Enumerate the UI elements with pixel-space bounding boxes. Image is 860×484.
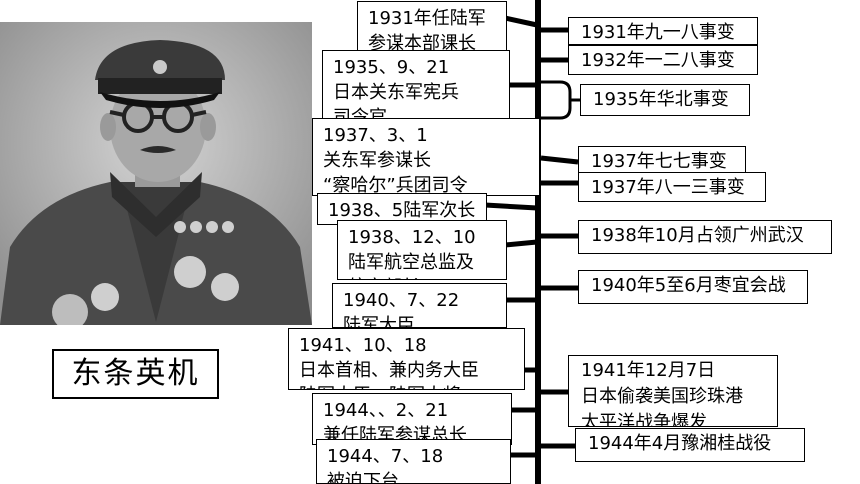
event-box-6: 1938年10月占领广州武汉 (578, 220, 832, 254)
career-box-line: 1938、5陆军次长 (328, 200, 476, 221)
event-box-3: 1935年华北事变 (580, 84, 750, 116)
career-box-6: 1940、7、22 陆军大臣 (332, 283, 507, 328)
event-box-line: 日本偷袭美国珍珠港 (581, 386, 743, 407)
event-box-line: 1944年4月豫湘桂战役 (588, 433, 772, 454)
connector-1938-12 (504, 239, 538, 248)
career-box-line: 1938、12、10 (348, 227, 476, 248)
career-box-line: 1931年任陆军 (368, 8, 486, 29)
event-box-line: 1931年九一八事变 (581, 22, 735, 43)
event-box-line: 1937年八一三事变 (591, 177, 745, 198)
career-box-2: 1935、9、21 日本关东军宪兵司令官 (322, 50, 510, 122)
event-box-9: 1944年4月豫湘桂战役 (575, 428, 805, 462)
career-box-line: “察哈尔”兵团司令 (323, 175, 468, 196)
career-box-line: 司令官 (333, 107, 387, 122)
event-box-line: 1940年5至6月枣宜会战 (591, 275, 786, 296)
event-box-1: 1931年九一八事变 (568, 17, 758, 45)
portrait-figure-graphic (0, 22, 312, 325)
event-box-2: 1932年一二八事变 (568, 45, 758, 75)
career-box-9: 1944、7、18 被迫下台 (316, 439, 511, 484)
career-box-line: 日本首相、兼内务大臣 (299, 360, 479, 381)
career-box-line: 被迫下台 (327, 471, 399, 484)
event-box-line: 1937年七七事变 (591, 151, 727, 172)
career-box-line: 1944、7、18 (327, 446, 444, 467)
event-box-line: 太平洋战争爆发 (581, 412, 707, 427)
career-box-line: 1935、9、21 (333, 57, 450, 78)
career-box-4: 1938、5陆军次长 (317, 193, 487, 225)
career-box-line: 关东军参谋长 (323, 150, 431, 171)
career-box-line: 陆军航空总监及 (348, 252, 474, 273)
event-box-5: 1937年八一三事变 (578, 172, 766, 202)
career-box-7: 1941、10、18 日本首相、兼内务大臣陆军大臣、陆军大将 (288, 328, 525, 390)
career-box-3: 1937、3、1 关东军参谋长 “察哈尔”兵团司令 (312, 118, 540, 196)
event-box-line: 1938年10月占领广州武汉 (591, 225, 804, 246)
career-box-line: 航空部长 (348, 275, 498, 279)
career-box-line: 日本关东军宪兵 (333, 82, 459, 103)
career-box-line: 陆军大臣 (343, 315, 415, 328)
event-box-line: 1941年12月7日 (581, 360, 716, 381)
portrait-photo (0, 22, 312, 325)
event-box-7: 1940年5至6月枣宜会战 (578, 270, 808, 304)
career-box-line: 陆军大臣、陆军大将 (299, 383, 516, 389)
career-box-line: 1940、7、22 (343, 290, 460, 311)
career-box-line: 1944、、2、21 (323, 400, 449, 421)
career-box-5: 1938、12、10 陆军航空总监及航空部长 (337, 220, 507, 280)
career-box-line: 1937、3、1 (323, 125, 428, 146)
bracket-1935-events (541, 80, 580, 120)
career-box-line: 参谋本部课长 (368, 33, 476, 54)
career-box-1: 1931年任陆军参谋本部课长 (357, 1, 507, 56)
connector-evt-77 (540, 155, 579, 165)
connector-1938-5 (484, 202, 538, 211)
event-box-line: 1932年一二八事变 (581, 50, 735, 71)
event-box-line: 1935年华北事变 (593, 89, 729, 110)
timeline-axis (535, 0, 541, 484)
connector-1931 (504, 15, 538, 28)
career-box-line: 1941、10、18 (299, 335, 427, 356)
name-label: 东条英机 (52, 349, 219, 399)
event-box-8: 1941年12月7日日本偷袭美国珍珠港太平洋战争爆发 (568, 355, 778, 427)
